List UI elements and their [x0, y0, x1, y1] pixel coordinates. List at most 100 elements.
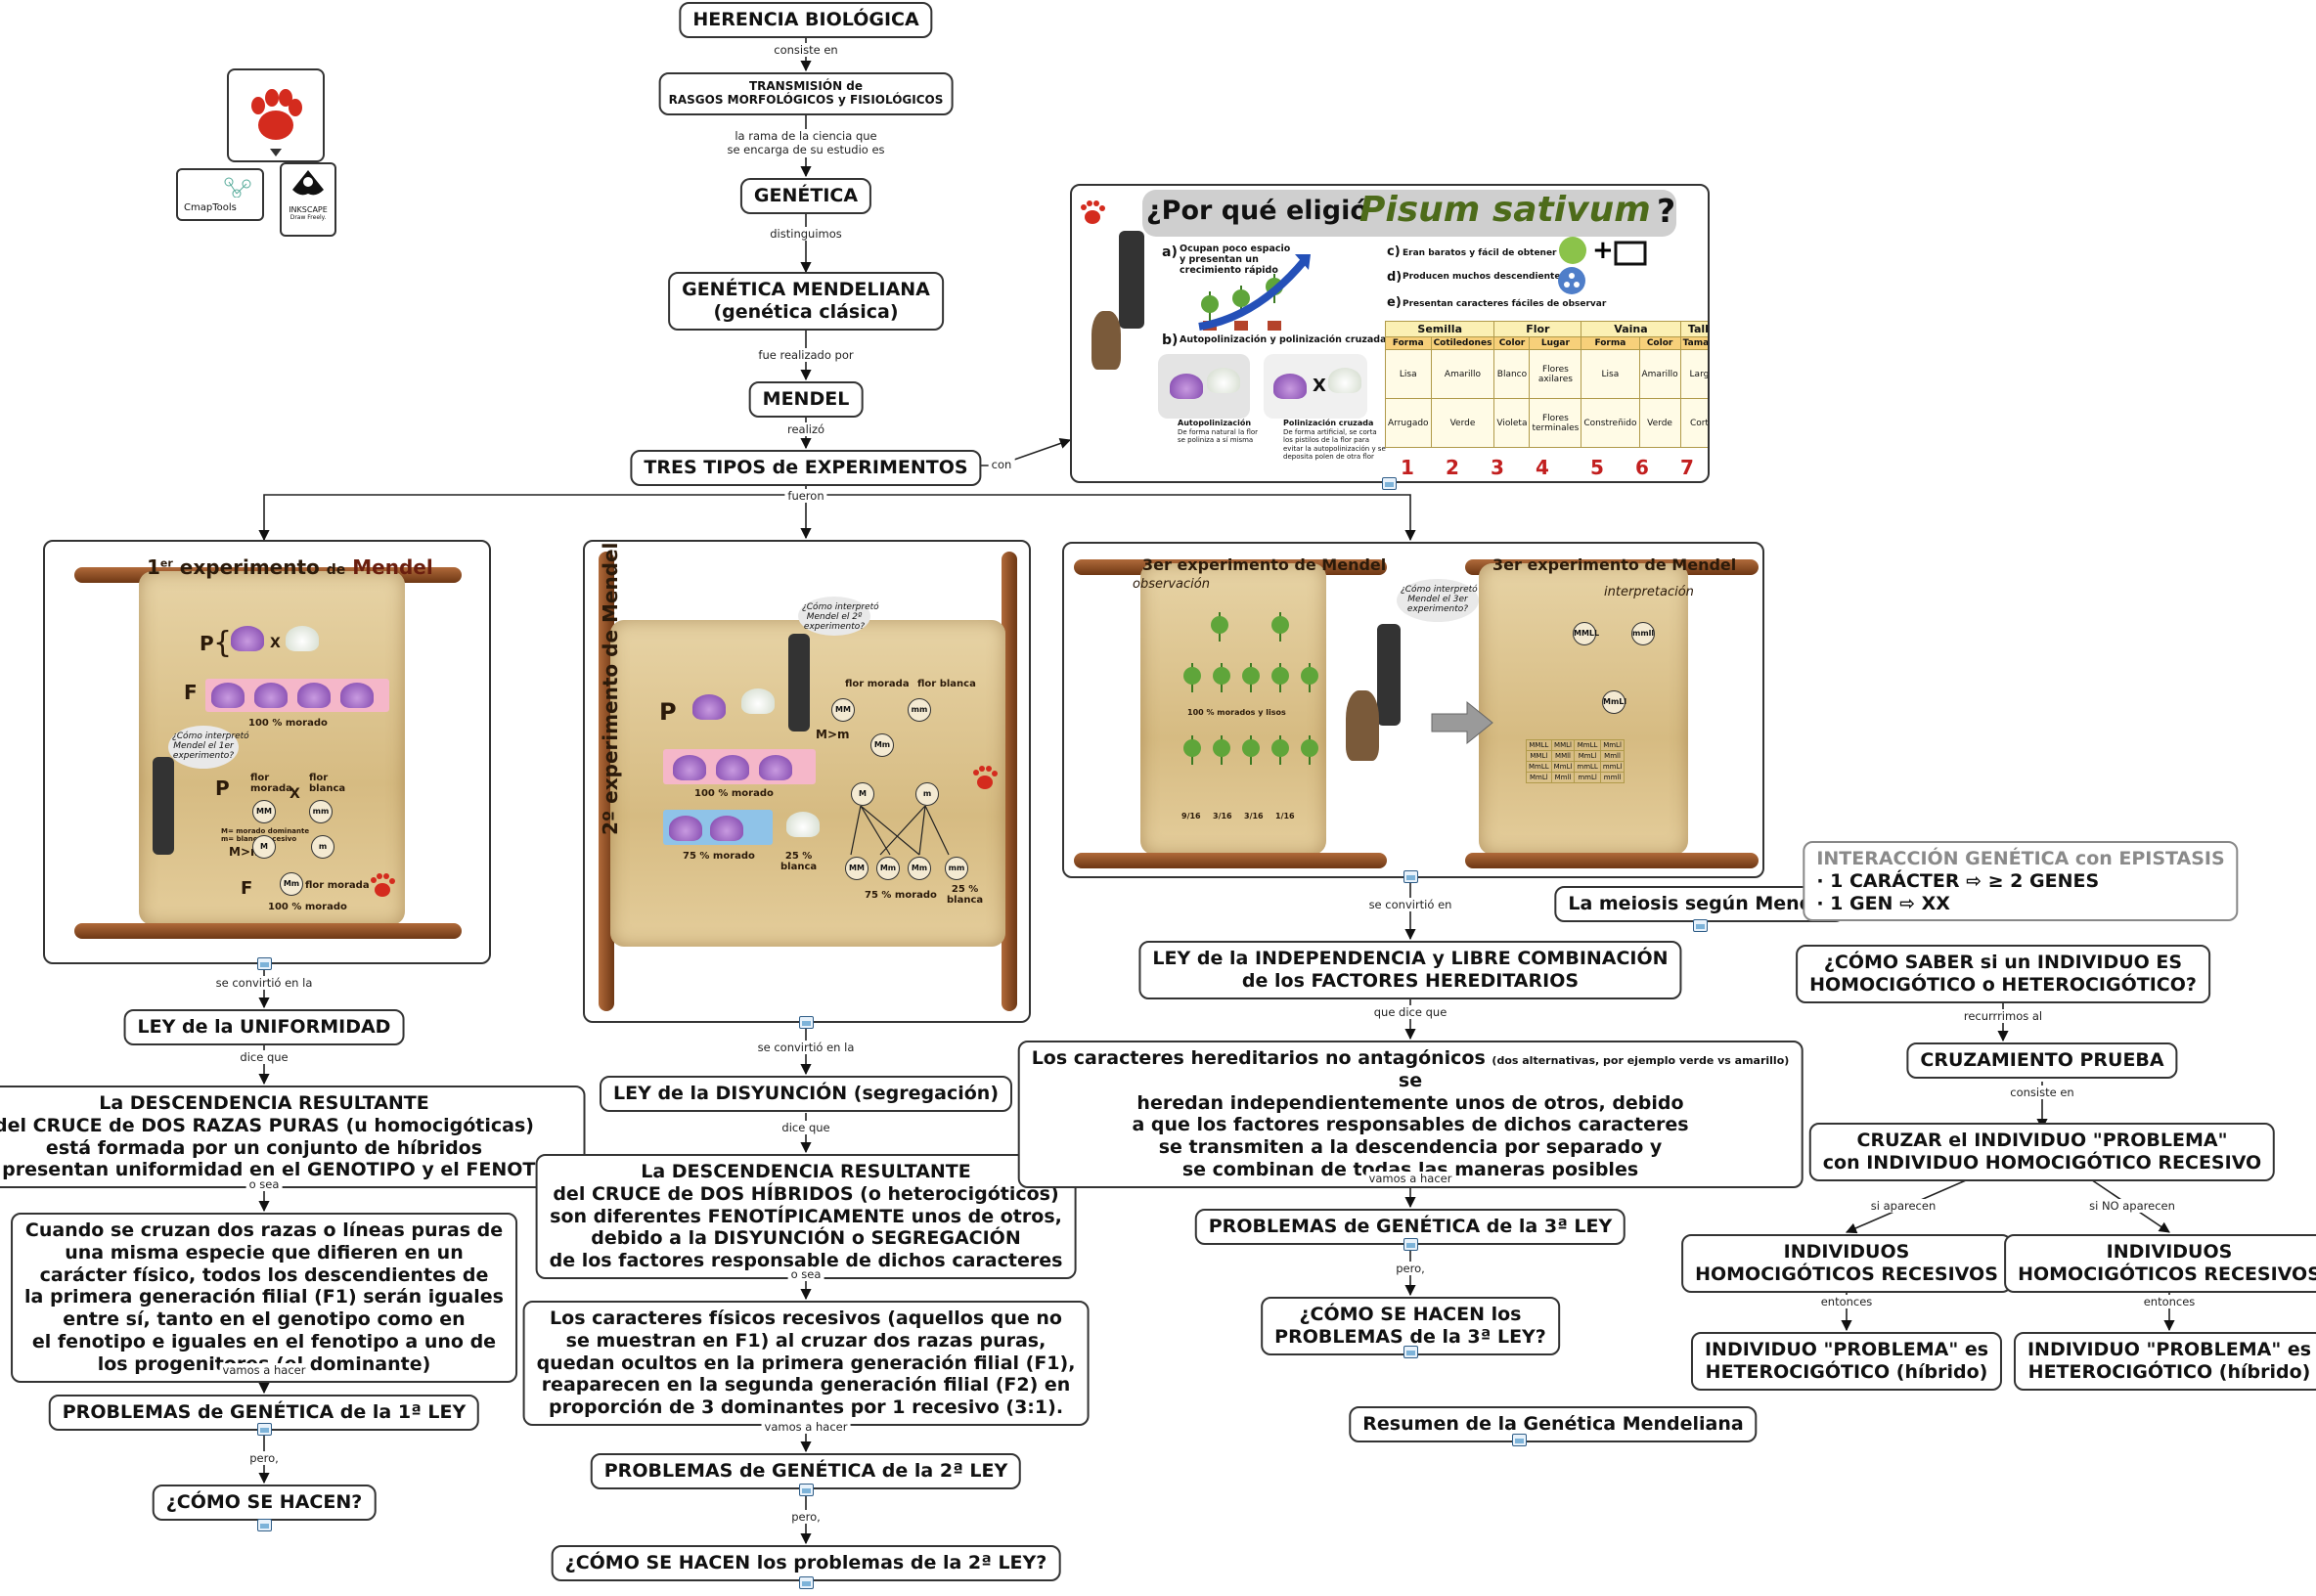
node-tres-tipos[interactable]: TRES TIPOS de EXPERIMENTOS — [630, 450, 982, 486]
resource-image-icon[interactable] — [1382, 477, 1397, 490]
pea-plant — [1299, 732, 1320, 771]
pea-basket-icon: + — [1559, 236, 1647, 266]
group-tallo: Tallo — [1679, 321, 1708, 337]
exp1-f1-label: F — [184, 681, 198, 704]
pea-plant — [1240, 659, 1262, 698]
scroll-rod-bottom — [74, 923, 462, 939]
resource-image-icon[interactable] — [257, 957, 272, 970]
resource-image-icon[interactable] — [257, 1519, 272, 1531]
purple-flower-icon — [669, 816, 702, 841]
node-individuos-b[interactable]: INDIVIDUOS HOMOCIGÓTICOS RECESIVOS — [2004, 1234, 2316, 1293]
resource-image-icon[interactable] — [1403, 1346, 1418, 1358]
node-como-1[interactable]: ¿CÓMO SE HACEN? — [152, 1485, 377, 1521]
experiment-1-panel[interactable]: 1er experimento de Mendel P { X F 100 % … — [43, 540, 491, 964]
allele-M: M — [851, 782, 874, 806]
node-disyuncion-detalle[interactable]: Los caracteres físicos recesivos (aquell… — [522, 1301, 1090, 1426]
resource-image-icon[interactable] — [799, 1576, 814, 1589]
epistasis-title: INTERACCIÓN GENÉTICA con EPISTASIS — [1816, 848, 2225, 869]
exp3-sub-right: interpretación — [1604, 585, 1694, 599]
exp1-f1b-label: F — [241, 878, 253, 899]
link-si-no-aparecen: si NO aparecen — [2086, 1199, 2178, 1214]
pisum-title-species: Pisum sativum — [1359, 190, 1651, 230]
link-se-convirtio-1: se convirtió en la — [212, 976, 316, 991]
cell-largo: Largo — [1679, 349, 1708, 399]
pea-plant — [1269, 608, 1291, 647]
node-genetica-mendeliana[interactable]: GENÉTICA MENDELIANA (genética clásica) — [668, 272, 944, 331]
node-cruzamiento-prueba[interactable]: CRUZAMIENTO PRUEBA — [1906, 1042, 2178, 1079]
exp1-flor-morada: flor morada — [250, 773, 292, 794]
independencia-desc-1: Los caracteres hereditarios no antagónic… — [1031, 1047, 1486, 1069]
node-mendel[interactable]: MENDEL — [748, 381, 864, 418]
mendel-figure — [153, 757, 174, 855]
node-independencia-desc[interactable]: Los caracteres hereditarios no antagónic… — [1017, 1041, 1804, 1188]
resource-image-icon[interactable] — [1512, 1434, 1527, 1446]
link-entonces-b: entonces — [2140, 1295, 2199, 1309]
independencia-desc-small: (dos alternativas, por ejemplo verde vs … — [1492, 1054, 1790, 1067]
parchment-scroll-left — [1140, 563, 1326, 855]
exp3-bubble: ¿Cómo interpretó Mendel el 3er experimen… — [1397, 579, 1479, 622]
node-herencia[interactable]: HERENCIA BIOLÓGICA — [679, 2, 933, 38]
exp3-sub-left: observación — [1133, 577, 1210, 592]
autopolinizacion-image — [1158, 354, 1250, 419]
node-cruzar[interactable]: CRUZAR el INDIVIDUO "PROBLEMA" con INDIV… — [1808, 1123, 2276, 1181]
node-uniformidad-detalle[interactable]: Cuando se cruzan dos razas o líneas pura… — [11, 1213, 517, 1383]
exp1-p2-label: P — [215, 776, 230, 800]
resource-image-icon[interactable] — [1693, 919, 1708, 932]
exp1-cross: X — [270, 636, 281, 651]
link-si-aparecen: si aparecen — [1867, 1199, 1939, 1214]
pea-plant — [1211, 732, 1232, 771]
node-problemas-2[interactable]: PROBLEMAS de GENÉTICA de la 2ª LEY — [590, 1453, 1022, 1489]
cruzada-title: Polinización cruzada — [1283, 419, 1374, 427]
link-pero-1: pero, — [246, 1451, 282, 1466]
independencia-line-1: LEY de la INDEPENDENCIA y LIBRE COMBINAC… — [1152, 948, 1669, 969]
pisum-a-letter: a) — [1162, 244, 1178, 260]
resource-image-icon[interactable] — [799, 1484, 814, 1496]
epistasis-line-2: · 1 GEN ⇨ XX — [1816, 892, 1950, 914]
cell-axilares: Flores axilares — [1529, 349, 1582, 399]
node-epistasis[interactable]: INTERACCIÓN GENÉTICA con EPISTASIS · 1 C… — [1803, 841, 2239, 922]
right-arrow-icon — [1431, 700, 1493, 745]
cell-corto: Corto — [1679, 398, 1708, 448]
link-vamos-1: vamos a hacer — [219, 1363, 309, 1378]
node-problema-b[interactable]: INDIVIDUO "PROBLEMA" es HETEROCIGÓTICO (… — [2013, 1332, 2316, 1391]
white-flower-icon — [741, 688, 775, 714]
node-genetica[interactable]: GENÉTICA — [739, 178, 872, 214]
node-como-2[interactable]: ¿CÓMO SE HACEN los problemas de la 2ª LE… — [551, 1545, 1061, 1581]
node-problema-a[interactable]: INDIVIDUO "PROBLEMA" es HETEROCIGÓTICO (… — [1690, 1332, 2003, 1391]
node-individuos-a[interactable]: INDIVIDUOS HOMOCIGÓTICOS RECESIVOS — [1681, 1234, 2012, 1293]
mendel-figure — [1377, 624, 1401, 726]
inkscape-label: INKSCAPE — [289, 205, 328, 214]
node-transmision[interactable]: TRANSMISIÓN de RASGOS MORFOLÓGICOS y FIS… — [658, 72, 954, 115]
resource-image-icon[interactable] — [799, 1016, 814, 1029]
polinizacion-cruzada-image: X — [1264, 354, 1367, 419]
experiment-2-panel[interactable]: 2º experimento de Mendel ¿Cómo interpret… — [583, 540, 1031, 1023]
purple-flower-icon — [692, 694, 726, 720]
trait-number-7: 7 — [1680, 456, 1694, 479]
auto-title: Autopolinización — [1178, 419, 1252, 427]
node-ley-independencia[interactable]: LEY de la INDEPENDENCIA y LIBRE COMBINAC… — [1138, 941, 1682, 999]
resource-image-icon[interactable] — [1403, 870, 1418, 883]
pea-plant — [1269, 732, 1291, 771]
node-resumen[interactable]: Resumen de la Genética Mendeliana — [1349, 1406, 1758, 1442]
resource-image-icon[interactable] — [257, 1423, 272, 1436]
trait-number-3: 3 — [1491, 456, 1504, 479]
scroll-rod-right — [1002, 552, 1017, 1011]
sub-color: Color — [1493, 336, 1531, 350]
node-uniformidad-desc[interactable]: La DESCENDENCIA RESULTANTE del CRUCE de … — [0, 1086, 586, 1189]
resource-image-icon[interactable] — [1403, 1238, 1418, 1251]
pisum-sativum-panel[interactable]: ¿Por qué eligió Pisum sativum ? a) Ocupa… — [1070, 184, 1710, 483]
node-ley-disyuncion[interactable]: LEY de la DISYUNCIÓN (segregación) — [600, 1076, 1012, 1112]
cell-violeta: Violeta — [1493, 398, 1531, 448]
scroll-rod-bottom-right — [1465, 853, 1759, 868]
link-consiste-en-2: consiste en — [2007, 1086, 2077, 1100]
node-como-saber[interactable]: ¿CÓMO SABER si un INDIVIDUO ES HOMOCIGÓT… — [1796, 945, 2210, 1003]
cell-blanco: Blanco — [1493, 349, 1531, 399]
experiment-3-panel[interactable]: 3er experimento de Mendel observación 3e… — [1062, 542, 1764, 878]
link-con: con — [988, 458, 1015, 472]
node-ley-uniformidad[interactable]: LEY de la UNIFORMIDAD — [123, 1009, 405, 1045]
link-dice-que-2: dice que — [779, 1121, 833, 1135]
node-disyuncion-desc[interactable]: La DESCENDENCIA RESULTANTE del CRUCE de … — [535, 1154, 1077, 1279]
pisum-d-letter: d) — [1387, 270, 1403, 285]
node-meiosis[interactable]: La meiosis según Mendel — [1554, 886, 1846, 922]
